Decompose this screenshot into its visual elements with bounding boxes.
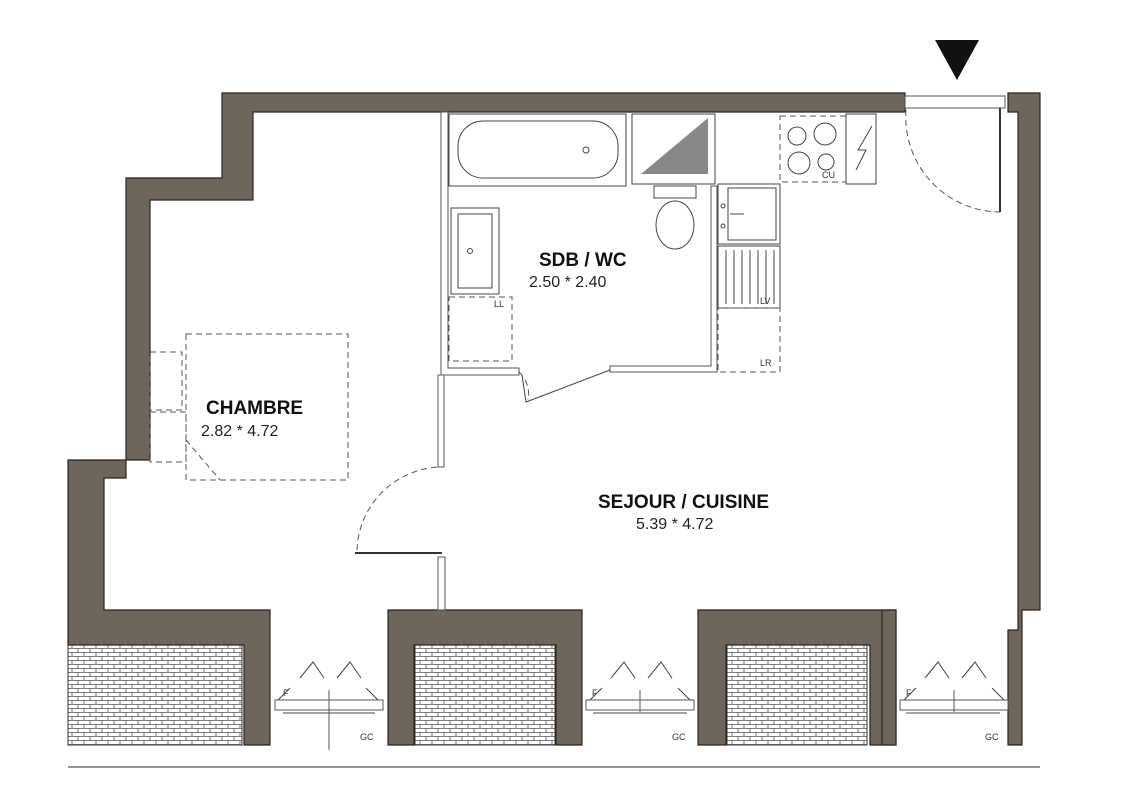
bathroom-washbasin	[450, 207, 500, 295]
sdb-name: SDB / WC	[539, 250, 627, 271]
railing-label-3: GC	[985, 732, 999, 742]
washing-machine-label: LL	[494, 299, 504, 309]
sdb-dims: 2.50 * 2.40	[529, 274, 607, 291]
railing-label-1: GC	[360, 732, 374, 742]
cooktop-label: CU	[822, 170, 835, 180]
kitchen-sink	[717, 183, 781, 245]
window-label-1: F	[283, 688, 289, 698]
drain-board	[717, 245, 781, 309]
exterior-walls	[67, 92, 1041, 746]
fridge-label: LR	[760, 358, 772, 368]
sejour-dims: 5.39 * 4.72	[636, 516, 714, 533]
railing-label-2: GC	[672, 732, 686, 742]
entrance-door	[904, 95, 1006, 213]
washing-machine	[448, 296, 513, 362]
facade-brick-pillars	[67, 644, 868, 746]
window-bays	[274, 661, 1009, 750]
toilet	[653, 185, 697, 250]
chambre-name: CHAMBRE	[206, 398, 303, 419]
dishwasher-label: LV	[760, 296, 770, 306]
bedroom-wall	[355, 374, 446, 611]
dishwasher	[717, 307, 781, 373]
sejour-name: SEJOUR / CUISINE	[598, 492, 769, 513]
window-label-3: F	[906, 688, 912, 698]
bathtub	[448, 113, 627, 187]
shower	[631, 113, 716, 185]
kitchen-counter	[779, 113, 877, 185]
entrance-arrow-icon	[935, 40, 979, 80]
chambre-dims: 2.82 * 4.72	[201, 423, 279, 440]
bed	[149, 333, 349, 481]
window-label-2: F	[592, 688, 598, 698]
